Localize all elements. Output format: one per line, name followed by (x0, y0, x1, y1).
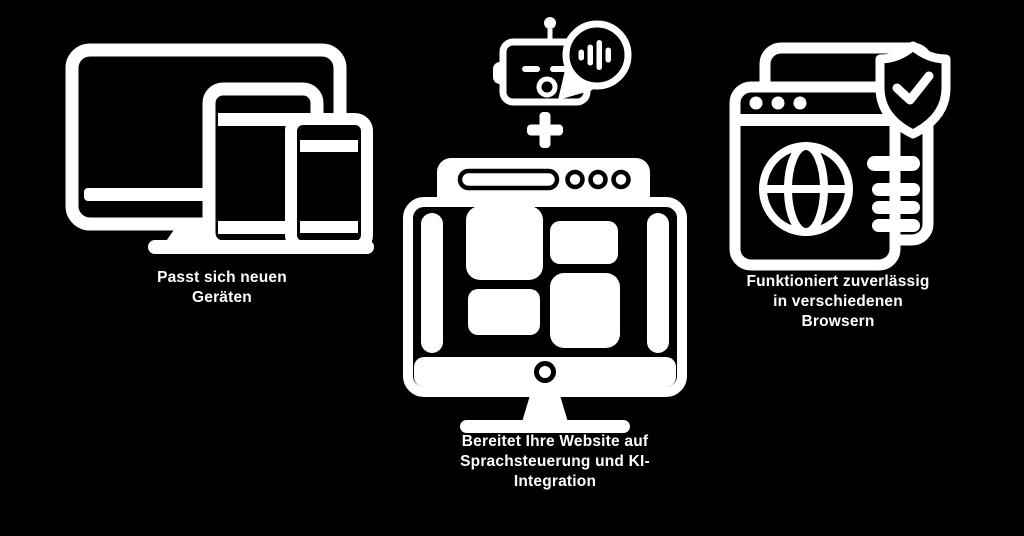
robot-voice-bubble-plus-website-monitor-icon (403, 17, 687, 433)
feature-caption-responsive-devices: Passt sich neuen Geräten (157, 269, 287, 306)
feature-cross-browser-reliability (720, 30, 955, 275)
feature-ai-voice-integration (400, 10, 690, 440)
browser-windows-globe-shield-check-icon (729, 41, 951, 271)
feature-responsive-devices (60, 35, 380, 270)
feature-caption-cross-browser-reliability: Funktioniert zuverlässig in verschiedene… (746, 273, 930, 330)
devices-desktop-tablet-phone-icon (65, 43, 374, 254)
feature-caption-ai-voice-integration: Bereitet Ihre Website auf Sprachsteuerun… (460, 433, 650, 490)
